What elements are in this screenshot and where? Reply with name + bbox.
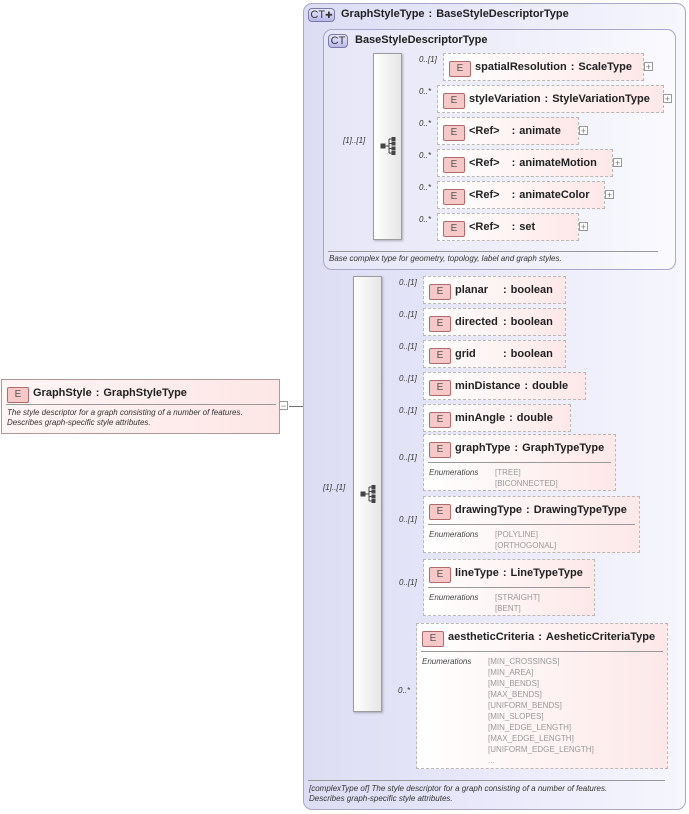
divider xyxy=(421,651,663,652)
divider xyxy=(428,587,590,588)
expand-icon[interactable]: + xyxy=(613,158,622,168)
base-type-title: BaseStyleDescriptorType xyxy=(355,34,488,46)
enumeration-values: [STRAIGHT] [BENT] xyxy=(495,593,540,613)
enumeration-values: [TREE] [BICONNECTED] xyxy=(495,468,558,488)
element-badge: E xyxy=(449,61,471,77)
element-badge: E xyxy=(422,631,444,647)
element-badge: E xyxy=(443,189,465,205)
expand-icon[interactable]: + xyxy=(663,94,672,104)
element-badge: E xyxy=(443,221,465,237)
expand-icon[interactable]: + xyxy=(644,62,653,72)
enumeration-values: [MIN_CROSSINGS] [MIN_AREA] [MIN_BENDS] [… xyxy=(488,657,594,765)
enumerations-label: Enumerations xyxy=(429,530,479,539)
element-badge: E xyxy=(429,348,451,364)
cardinality-label: 0..[1] xyxy=(399,453,417,462)
element-badge: E xyxy=(429,442,451,458)
enumeration-values: [POLYLINE] [ORTHOGONAL] xyxy=(495,530,557,550)
element-badge: E xyxy=(429,412,451,428)
cardinality-label: 0..[1] xyxy=(399,406,417,415)
element-badge: E xyxy=(443,125,465,141)
expand-icon[interactable]: + xyxy=(605,190,614,200)
complex-type-badge-icon: CT✚ xyxy=(308,8,335,22)
enumerations-label: Enumerations xyxy=(429,593,479,602)
cardinality-label: 0..[1] xyxy=(399,342,417,351)
cardinality-label: 0..* xyxy=(419,119,432,128)
element-ref-animate[interactable]: E <Ref>:animate xyxy=(437,117,579,145)
element-badge: E xyxy=(7,387,29,403)
element-aestheticcriteria[interactable]: E aestheticCriteria:AesheticCriteriaType… xyxy=(416,623,668,769)
cardinality-label: 0..* xyxy=(419,87,432,96)
collapse-icon[interactable]: − xyxy=(279,401,288,411)
divider xyxy=(428,462,611,463)
element-stylevariation[interactable]: E styleVariation:StyleVariationType xyxy=(437,85,664,113)
root-element-doc: The style descriptor for a graph consist… xyxy=(7,408,243,427)
expand-icon[interactable]: + xyxy=(579,126,588,136)
enumerations-label: Enumerations xyxy=(422,657,472,666)
sequence-icon xyxy=(380,137,396,155)
divider xyxy=(428,524,635,525)
root-element-name: GraphStyle xyxy=(33,387,92,399)
cardinality-label: [1]..[1] xyxy=(323,483,346,492)
element-spatialresolution[interactable]: CT E spatialResolution:ScaleType xyxy=(443,53,644,81)
element-ref-animatemotion[interactable]: E <Ref>:animateMotion xyxy=(437,149,613,177)
element-badge: E xyxy=(429,316,451,332)
element-minangle[interactable]: E minAngle:double xyxy=(423,404,571,432)
cardinality-label: 0..* xyxy=(419,151,432,160)
element-linetype[interactable]: E lineType:LineTypeType Enumerations [ST… xyxy=(423,559,595,616)
root-element-type: GraphStyleType xyxy=(103,387,187,399)
base-type-doc: Base complex type for geometry, topology… xyxy=(329,254,562,263)
element-graphtype[interactable]: E graphType:GraphTypeType Enumerations [… xyxy=(423,434,616,491)
element-planar[interactable]: E planar:boolean xyxy=(423,276,566,304)
element-badge: E xyxy=(429,380,451,396)
element-drawingtype[interactable]: E drawingType:DrawingTypeType Enumeratio… xyxy=(423,496,640,553)
cardinality-label: 0..[1] xyxy=(399,374,417,383)
element-grid[interactable]: E grid:boolean xyxy=(423,340,566,368)
divider xyxy=(328,251,658,252)
cardinality-label: 0..[1] xyxy=(399,578,417,587)
cardinality-label: 0..* xyxy=(398,686,411,695)
complex-type-badge-icon: CT xyxy=(328,34,348,48)
root-element-graphstyle[interactable]: E GraphStyle:GraphStyleType The style de… xyxy=(1,379,280,434)
cardinality-label: 0..* xyxy=(419,215,432,224)
element-badge: E xyxy=(443,157,465,173)
element-badge: E xyxy=(429,284,451,300)
complex-type-doc: [complexType of] The style descriptor fo… xyxy=(309,784,608,803)
sequence-icon xyxy=(360,485,376,503)
element-mindistance[interactable]: E minDistance:double xyxy=(423,372,586,400)
cardinality-label: 0..[1] xyxy=(399,310,417,319)
cardinality-label: 0..[1] xyxy=(419,55,437,64)
divider xyxy=(6,404,276,405)
cardinality-label: [1]..[1] xyxy=(343,136,366,145)
element-badge: E xyxy=(443,93,465,109)
enumerations-label: Enumerations xyxy=(429,468,479,477)
element-badge: E xyxy=(429,567,451,583)
complex-type-title: GraphStyleType:BaseStyleDescriptorType xyxy=(341,8,569,20)
element-directed[interactable]: E directed:boolean xyxy=(423,308,566,336)
root-element-title: GraphStyle:GraphStyleType xyxy=(33,387,187,399)
divider xyxy=(308,780,665,781)
cardinality-label: 0..[1] xyxy=(399,515,417,524)
cardinality-label: 0..* xyxy=(419,183,432,192)
expand-icon[interactable]: + xyxy=(579,222,588,232)
element-badge: E xyxy=(429,504,451,520)
element-ref-set[interactable]: E <Ref>:set xyxy=(437,213,579,241)
type-separator: : xyxy=(95,387,100,399)
element-ref-animatecolor[interactable]: E <Ref>:animateColor xyxy=(437,181,605,209)
cardinality-label: 0..[1] xyxy=(399,278,417,287)
